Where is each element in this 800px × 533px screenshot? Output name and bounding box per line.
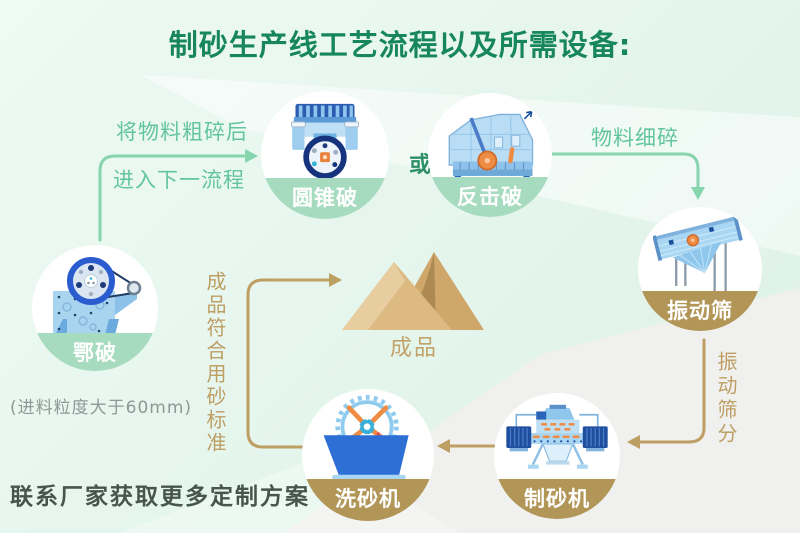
flow-label-screening: 振动筛分	[714, 351, 738, 447]
page-title: 制砂生产线工艺流程以及所需设备:	[168, 28, 632, 62]
node-label-impact-crusher: 反击破	[428, 177, 552, 217]
node-sand-maker: 制砂机	[494, 393, 620, 519]
product-label: 成品	[389, 336, 438, 361]
jaw-crusher-icon	[53, 257, 142, 335]
sand-washer-icon	[323, 395, 409, 480]
node-label-cone-crusher: 圆锥破	[261, 178, 389, 219]
flow-label-coarse-1: 将物料粗碎后	[116, 120, 248, 144]
vibrating-screen-icon	[653, 213, 743, 292]
sand-pile-icon	[342, 252, 484, 330]
flow-label-fine-crush: 物料细碎	[591, 126, 679, 150]
node-vibrating-screen: 振动筛	[638, 207, 762, 331]
or-connector: 或	[409, 153, 432, 178]
node-impact-crusher: 反击破	[428, 93, 552, 217]
node-label-sand-washer: 洗砂机	[302, 479, 434, 521]
jaw-feed-note: (进料粒度大于60mm)	[10, 398, 193, 418]
arrow-jaw-to-cone	[98, 149, 258, 242]
node-label-vibrating-screen: 振动筛	[638, 291, 762, 331]
node-label-jaw-crusher: 鄂破	[32, 333, 158, 371]
node-cone-crusher: 圆锥破	[261, 91, 389, 219]
arrow-maker-to-washer	[437, 439, 496, 453]
arrow-screen-to-maker	[627, 338, 706, 449]
cone-crusher-icon	[290, 103, 360, 179]
footer-contact-text: 联系厂家获取更多定制方案	[10, 484, 310, 510]
impact-crusher-icon	[448, 110, 534, 181]
node-sand-washer: 洗砂机	[302, 389, 434, 521]
arrow-impact-to-screen	[550, 152, 705, 200]
node-jaw-crusher: 鄂破	[32, 245, 158, 371]
sand-maker-icon	[506, 404, 608, 469]
flow-label-coarse-2: 进入下一流程	[113, 168, 245, 192]
node-label-sand-maker: 制砂机	[494, 479, 620, 519]
flow-label-sand-standard: 成品符合用砂标准	[203, 271, 227, 455]
